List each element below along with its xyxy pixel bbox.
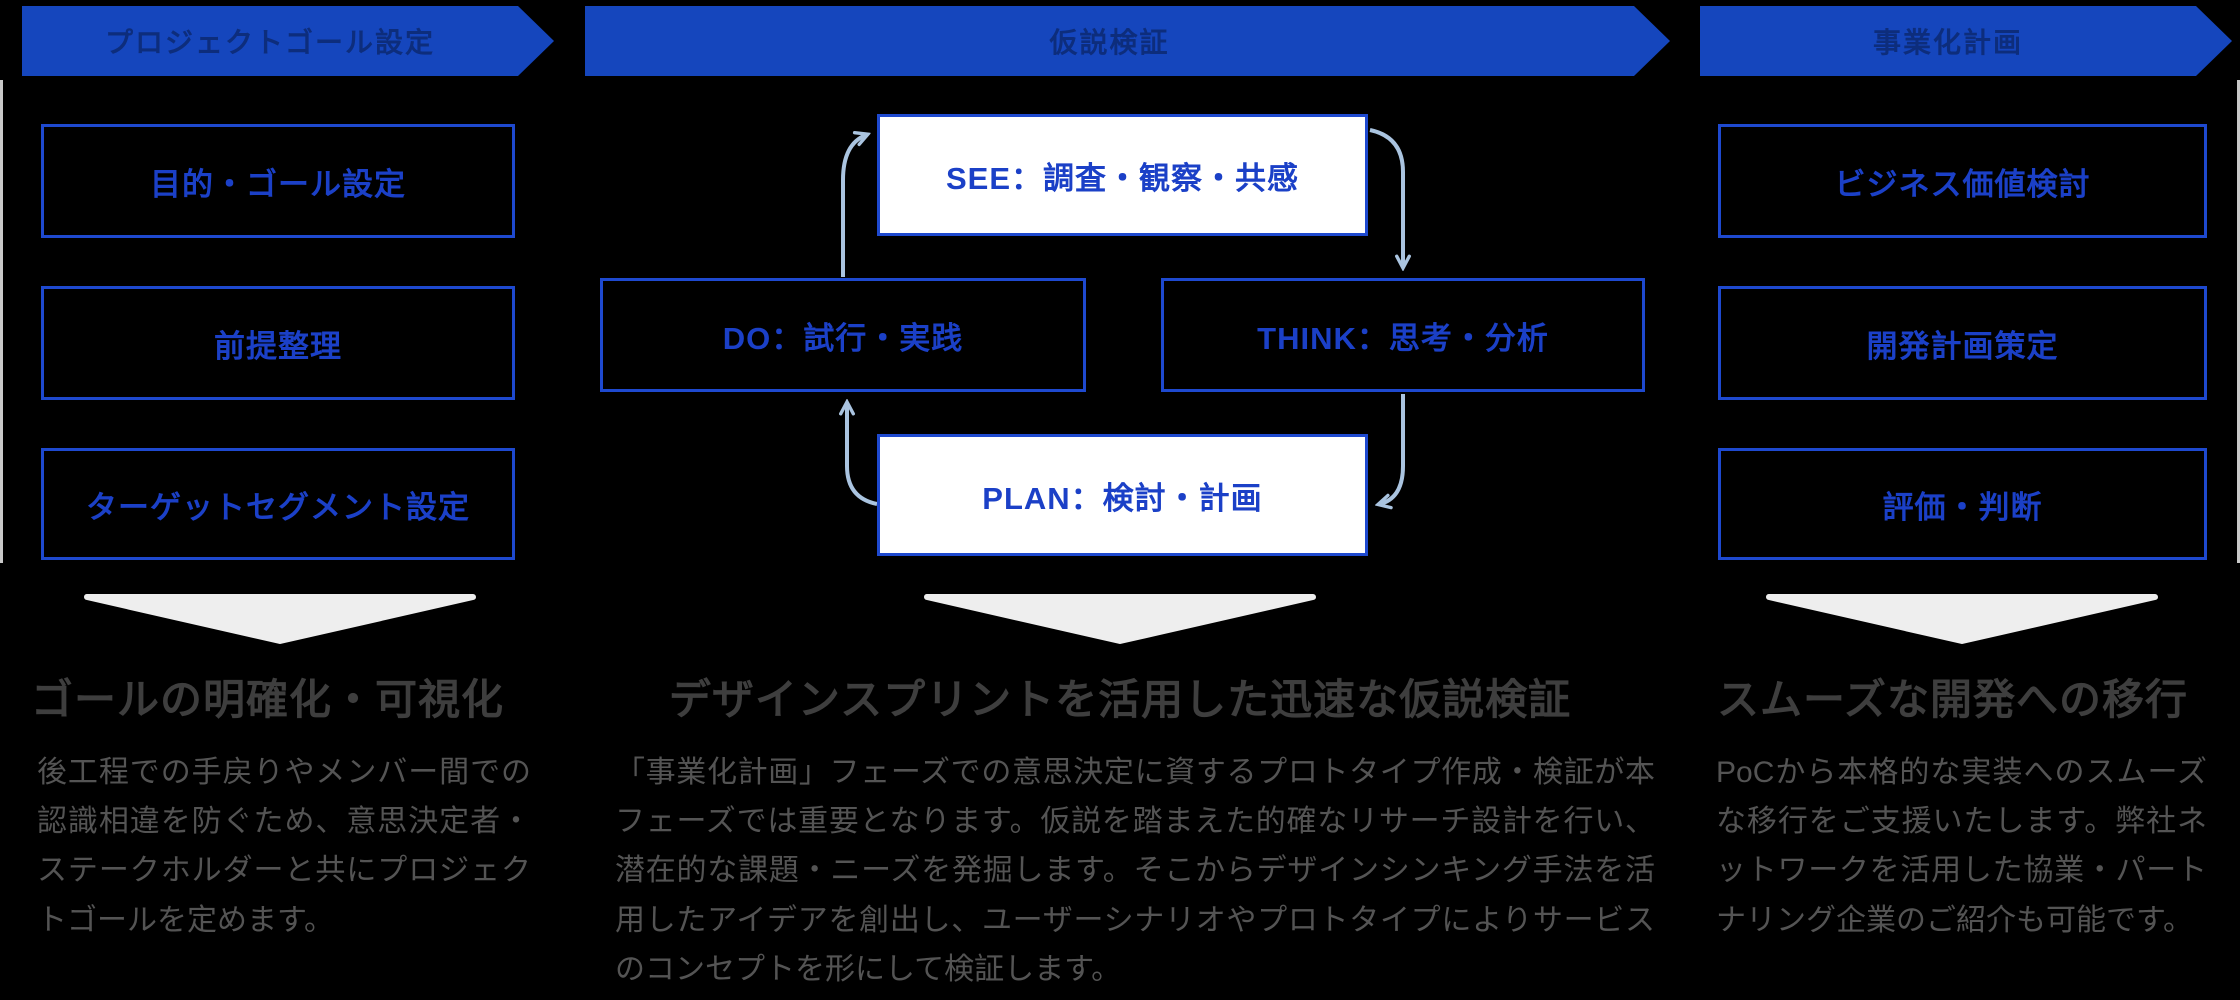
phase3-panel: ビジネス価値検討 開発計画策定 評価・判断 xyxy=(1675,80,2240,563)
phase2-description: 「事業化計画」フェーズでの意思決定に資するプロトタイプ作成・検証が本フェーズでは… xyxy=(615,756,1655,986)
phase3-arrow-banner: 事業化計画 xyxy=(1700,6,2232,76)
step-box-label: 前提整理 xyxy=(214,328,342,364)
phase2-arrow-banner: 仮説検証 xyxy=(585,6,1670,76)
step-box-label: 目的・ゴール設定 xyxy=(150,166,406,202)
cycle-box-label: DO：試行・実践 xyxy=(722,320,964,356)
down-chevron-icon xyxy=(84,594,476,644)
phase2-arrow-label: 仮説検証 xyxy=(1049,27,1170,58)
down-chevron-icon xyxy=(924,594,1316,644)
phase1-result-heading: ゴールの明確化・可視化 xyxy=(30,676,504,723)
step-box-label: ターゲットセグメント設定 xyxy=(86,489,470,525)
step-box-dev-plan: 開発計画策定 xyxy=(1718,286,2207,400)
phase-column-1: プロジェクトゴール設定 目的・ゴール設定 前提整理 ターゲットセグメント設定 ゴ… xyxy=(0,0,560,1000)
phase1-arrow-banner: プロジェクトゴール設定 xyxy=(22,6,554,76)
cycle-box-do: DO：試行・実践 xyxy=(600,278,1086,392)
down-chevron-icon xyxy=(1766,594,2158,644)
step-box-goal-setting: 目的・ゴール設定 xyxy=(41,124,515,238)
step-box-label: 評価・判断 xyxy=(1882,489,2043,525)
cycle-box-label: THINK：思考・分析 xyxy=(1257,320,1549,356)
step-box-label: ビジネス価値検討 xyxy=(1834,166,2091,202)
arrow-do-to-see-icon xyxy=(841,135,866,277)
phase3-arrow-label: 事業化計画 xyxy=(1872,27,2023,58)
arrow-see-to-think-icon xyxy=(1369,128,1403,266)
step-box-business-value: ビジネス価値検討 xyxy=(1718,124,2207,238)
cycle-box-plan: PLAN：検討・計画 xyxy=(877,434,1368,556)
phase2-panel: SEE：調査・観察・共感 DO：試行・実践 THINK：思考・分析 PLAN：検… xyxy=(575,80,1665,563)
phase-column-3: 事業化計画 ビジネス価値検討 開発計画策定 評価・判断 スムーズな開発への移行 … xyxy=(1675,0,2240,1000)
cycle-box-see: SEE：調査・観察・共感 xyxy=(877,114,1368,236)
cycle-arrows xyxy=(575,128,1665,563)
step-box-premise: 前提整理 xyxy=(41,286,515,400)
cycle-box-label: SEE：調査・観察・共感 xyxy=(945,160,1300,196)
phase1-description: 後工程での手戻りやメンバー間での認識相違を防ぐため、意思決定者・ステークホルダー… xyxy=(37,756,531,937)
phase3-description: PoCから本格的な実装へのスムーズな移行をご支援いたします。弊社ネットワークを活… xyxy=(1716,756,2207,937)
phase3-result-heading: スムーズな開発への移行 xyxy=(1717,676,2188,723)
step-box-evaluation: 評価・判断 xyxy=(1718,448,2207,560)
cycle-box-label: PLAN：検討・計画 xyxy=(982,480,1263,516)
arrow-plan-to-do-icon xyxy=(847,404,878,506)
phase1-panel: 目的・ゴール設定 前提整理 ターゲットセグメント設定 xyxy=(0,80,560,563)
phase1-arrow-label: プロジェクトゴール設定 xyxy=(104,27,435,58)
phase-column-2: 仮説検証 SEE：調査・観察・共感 DO：試行・ xyxy=(575,0,1665,1000)
phase2-result-heading: デザインスプリントを活用した迅速な仮説検証 xyxy=(668,676,1572,723)
step-box-target-segment: ターゲットセグメント設定 xyxy=(41,448,515,560)
step-box-label: 開発計画策定 xyxy=(1866,328,2059,364)
cycle-box-think: THINK：思考・分析 xyxy=(1161,278,1645,392)
arrow-think-to-plan-icon xyxy=(1380,394,1405,504)
